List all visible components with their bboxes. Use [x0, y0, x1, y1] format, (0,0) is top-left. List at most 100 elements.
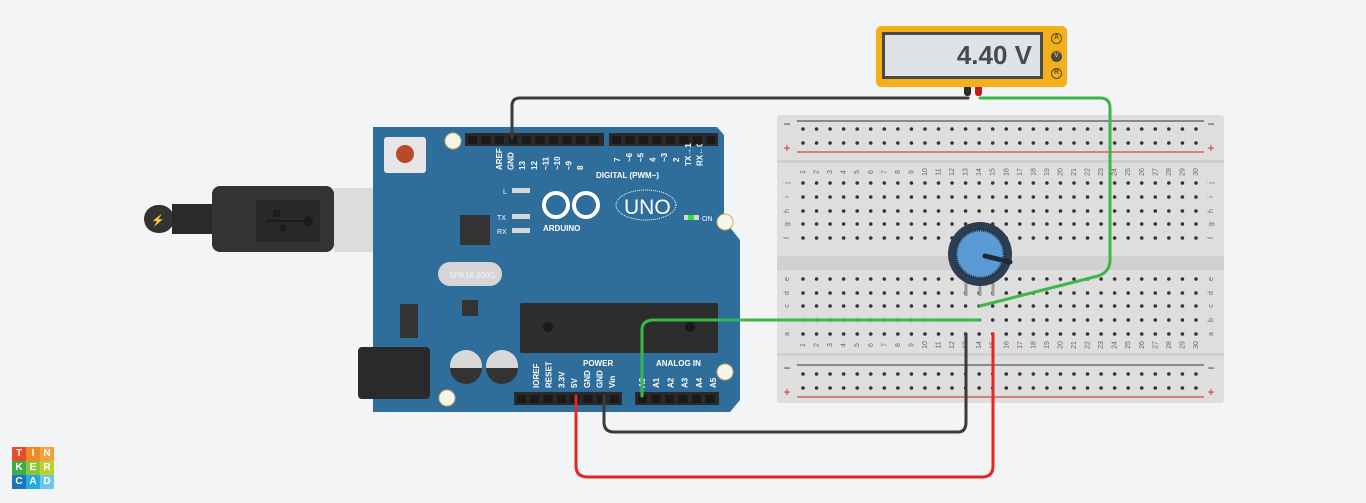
- probe-positive[interactable]: [975, 87, 982, 96]
- rail-hole[interactable]: [814, 141, 819, 145]
- terminal-hole[interactable]: [923, 291, 927, 295]
- terminal-hole[interactable]: [1004, 181, 1009, 185]
- terminal-hole[interactable]: [1072, 304, 1076, 308]
- rail-hole[interactable]: [936, 127, 941, 131]
- terminal-hole[interactable]: [814, 222, 819, 226]
- terminal-hole[interactable]: [950, 304, 954, 308]
- terminal-hole[interactable]: [801, 195, 805, 199]
- rail-hole[interactable]: [1045, 127, 1049, 131]
- terminal-hole[interactable]: [1139, 209, 1144, 213]
- terminal-hole[interactable]: [950, 195, 954, 199]
- terminal-hole[interactable]: [909, 291, 914, 295]
- terminal-hole[interactable]: [909, 209, 914, 213]
- digital-header-right[interactable]: [609, 133, 718, 146]
- terminal-hole[interactable]: [841, 332, 846, 336]
- rail-hole[interactable]: [909, 127, 914, 131]
- terminal-hole[interactable]: [1167, 277, 1171, 281]
- rail-hole[interactable]: [1058, 141, 1063, 145]
- terminal-hole[interactable]: [990, 181, 995, 185]
- rail-hole[interactable]: [801, 127, 805, 131]
- terminal-hole[interactable]: [896, 291, 900, 295]
- terminal-hole[interactable]: [1072, 209, 1076, 213]
- terminal-hole[interactable]: [841, 222, 846, 226]
- terminal-hole[interactable]: [936, 222, 941, 226]
- terminal-hole[interactable]: [801, 277, 805, 281]
- terminal-hole[interactable]: [868, 209, 873, 213]
- rail-hole[interactable]: [977, 372, 981, 376]
- terminal-hole[interactable]: [923, 236, 927, 240]
- terminal-hole[interactable]: [1099, 236, 1103, 240]
- terminal-hole[interactable]: [1167, 318, 1171, 322]
- terminal-hole[interactable]: [1085, 209, 1090, 213]
- terminal-hole[interactable]: [963, 209, 968, 213]
- rail-hole[interactable]: [1085, 141, 1090, 145]
- terminal-hole[interactable]: [1072, 195, 1076, 199]
- terminal-hole[interactable]: [909, 236, 914, 240]
- terminal-hole[interactable]: [896, 332, 900, 336]
- rail-hole[interactable]: [896, 127, 900, 131]
- mode-voltmeter-button[interactable]: V: [1051, 51, 1062, 62]
- terminal-hole[interactable]: [841, 209, 846, 213]
- terminal-hole[interactable]: [923, 195, 927, 199]
- rail-hole[interactable]: [1180, 372, 1185, 376]
- terminal-hole[interactable]: [896, 195, 900, 199]
- terminal-hole[interactable]: [1058, 291, 1063, 295]
- rail-hole[interactable]: [801, 141, 805, 145]
- rail-hole[interactable]: [855, 372, 859, 376]
- rail-hole[interactable]: [963, 127, 968, 131]
- rail-hole[interactable]: [882, 372, 887, 376]
- terminal-hole[interactable]: [1194, 209, 1198, 213]
- terminal-hole[interactable]: [882, 236, 887, 240]
- rail-hole[interactable]: [1167, 386, 1171, 390]
- rail-hole[interactable]: [1112, 127, 1117, 131]
- terminal-hole[interactable]: [882, 209, 887, 213]
- rail-hole[interactable]: [896, 386, 900, 390]
- rail-hole[interactable]: [963, 141, 968, 145]
- terminal-hole[interactable]: [923, 332, 927, 336]
- rail-hole[interactable]: [1139, 127, 1144, 131]
- rail-hole[interactable]: [936, 372, 941, 376]
- rail-hole[interactable]: [1004, 372, 1009, 376]
- terminal-hole[interactable]: [801, 291, 805, 295]
- rail-hole[interactable]: [1072, 372, 1076, 376]
- rail-hole[interactable]: [909, 141, 914, 145]
- terminal-hole[interactable]: [1194, 222, 1198, 226]
- terminal-hole[interactable]: [855, 222, 859, 226]
- terminal-hole[interactable]: [828, 181, 832, 185]
- terminal-hole[interactable]: [828, 236, 832, 240]
- terminal-hole[interactable]: [1045, 195, 1049, 199]
- rail-hole[interactable]: [909, 386, 914, 390]
- terminal-hole[interactable]: [814, 332, 819, 336]
- rail-hole[interactable]: [950, 141, 954, 145]
- terminal-hole[interactable]: [1004, 318, 1009, 322]
- terminal-hole[interactable]: [1153, 291, 1158, 295]
- terminal-hole[interactable]: [855, 209, 859, 213]
- terminal-hole[interactable]: [1018, 277, 1022, 281]
- terminal-hole[interactable]: [1180, 318, 1185, 322]
- rail-hole[interactable]: [1180, 141, 1185, 145]
- rail-hole[interactable]: [1031, 386, 1036, 390]
- rail-hole[interactable]: [1099, 386, 1103, 390]
- rail-hole[interactable]: [868, 141, 873, 145]
- terminal-hole[interactable]: [1018, 318, 1022, 322]
- terminal-hole[interactable]: [963, 181, 968, 185]
- terminal-hole[interactable]: [1139, 277, 1144, 281]
- terminal-hole[interactable]: [990, 195, 995, 199]
- terminal-hole[interactable]: [950, 222, 954, 226]
- rail-hole[interactable]: [1167, 141, 1171, 145]
- rail-hole[interactable]: [1018, 386, 1022, 390]
- terminal-hole[interactable]: [1085, 332, 1090, 336]
- terminal-hole[interactable]: [1153, 332, 1158, 336]
- terminal-hole[interactable]: [1045, 318, 1049, 322]
- terminal-hole[interactable]: [977, 181, 981, 185]
- rail-hole[interactable]: [841, 141, 846, 145]
- terminal-hole[interactable]: [909, 222, 914, 226]
- terminal-hole[interactable]: [1139, 195, 1144, 199]
- terminal-hole[interactable]: [868, 222, 873, 226]
- terminal-hole[interactable]: [1153, 304, 1158, 308]
- rail-hole[interactable]: [1031, 127, 1036, 131]
- terminal-hole[interactable]: [923, 181, 927, 185]
- terminal-hole[interactable]: [868, 181, 873, 185]
- terminal-hole[interactable]: [1167, 181, 1171, 185]
- terminal-hole[interactable]: [841, 304, 846, 308]
